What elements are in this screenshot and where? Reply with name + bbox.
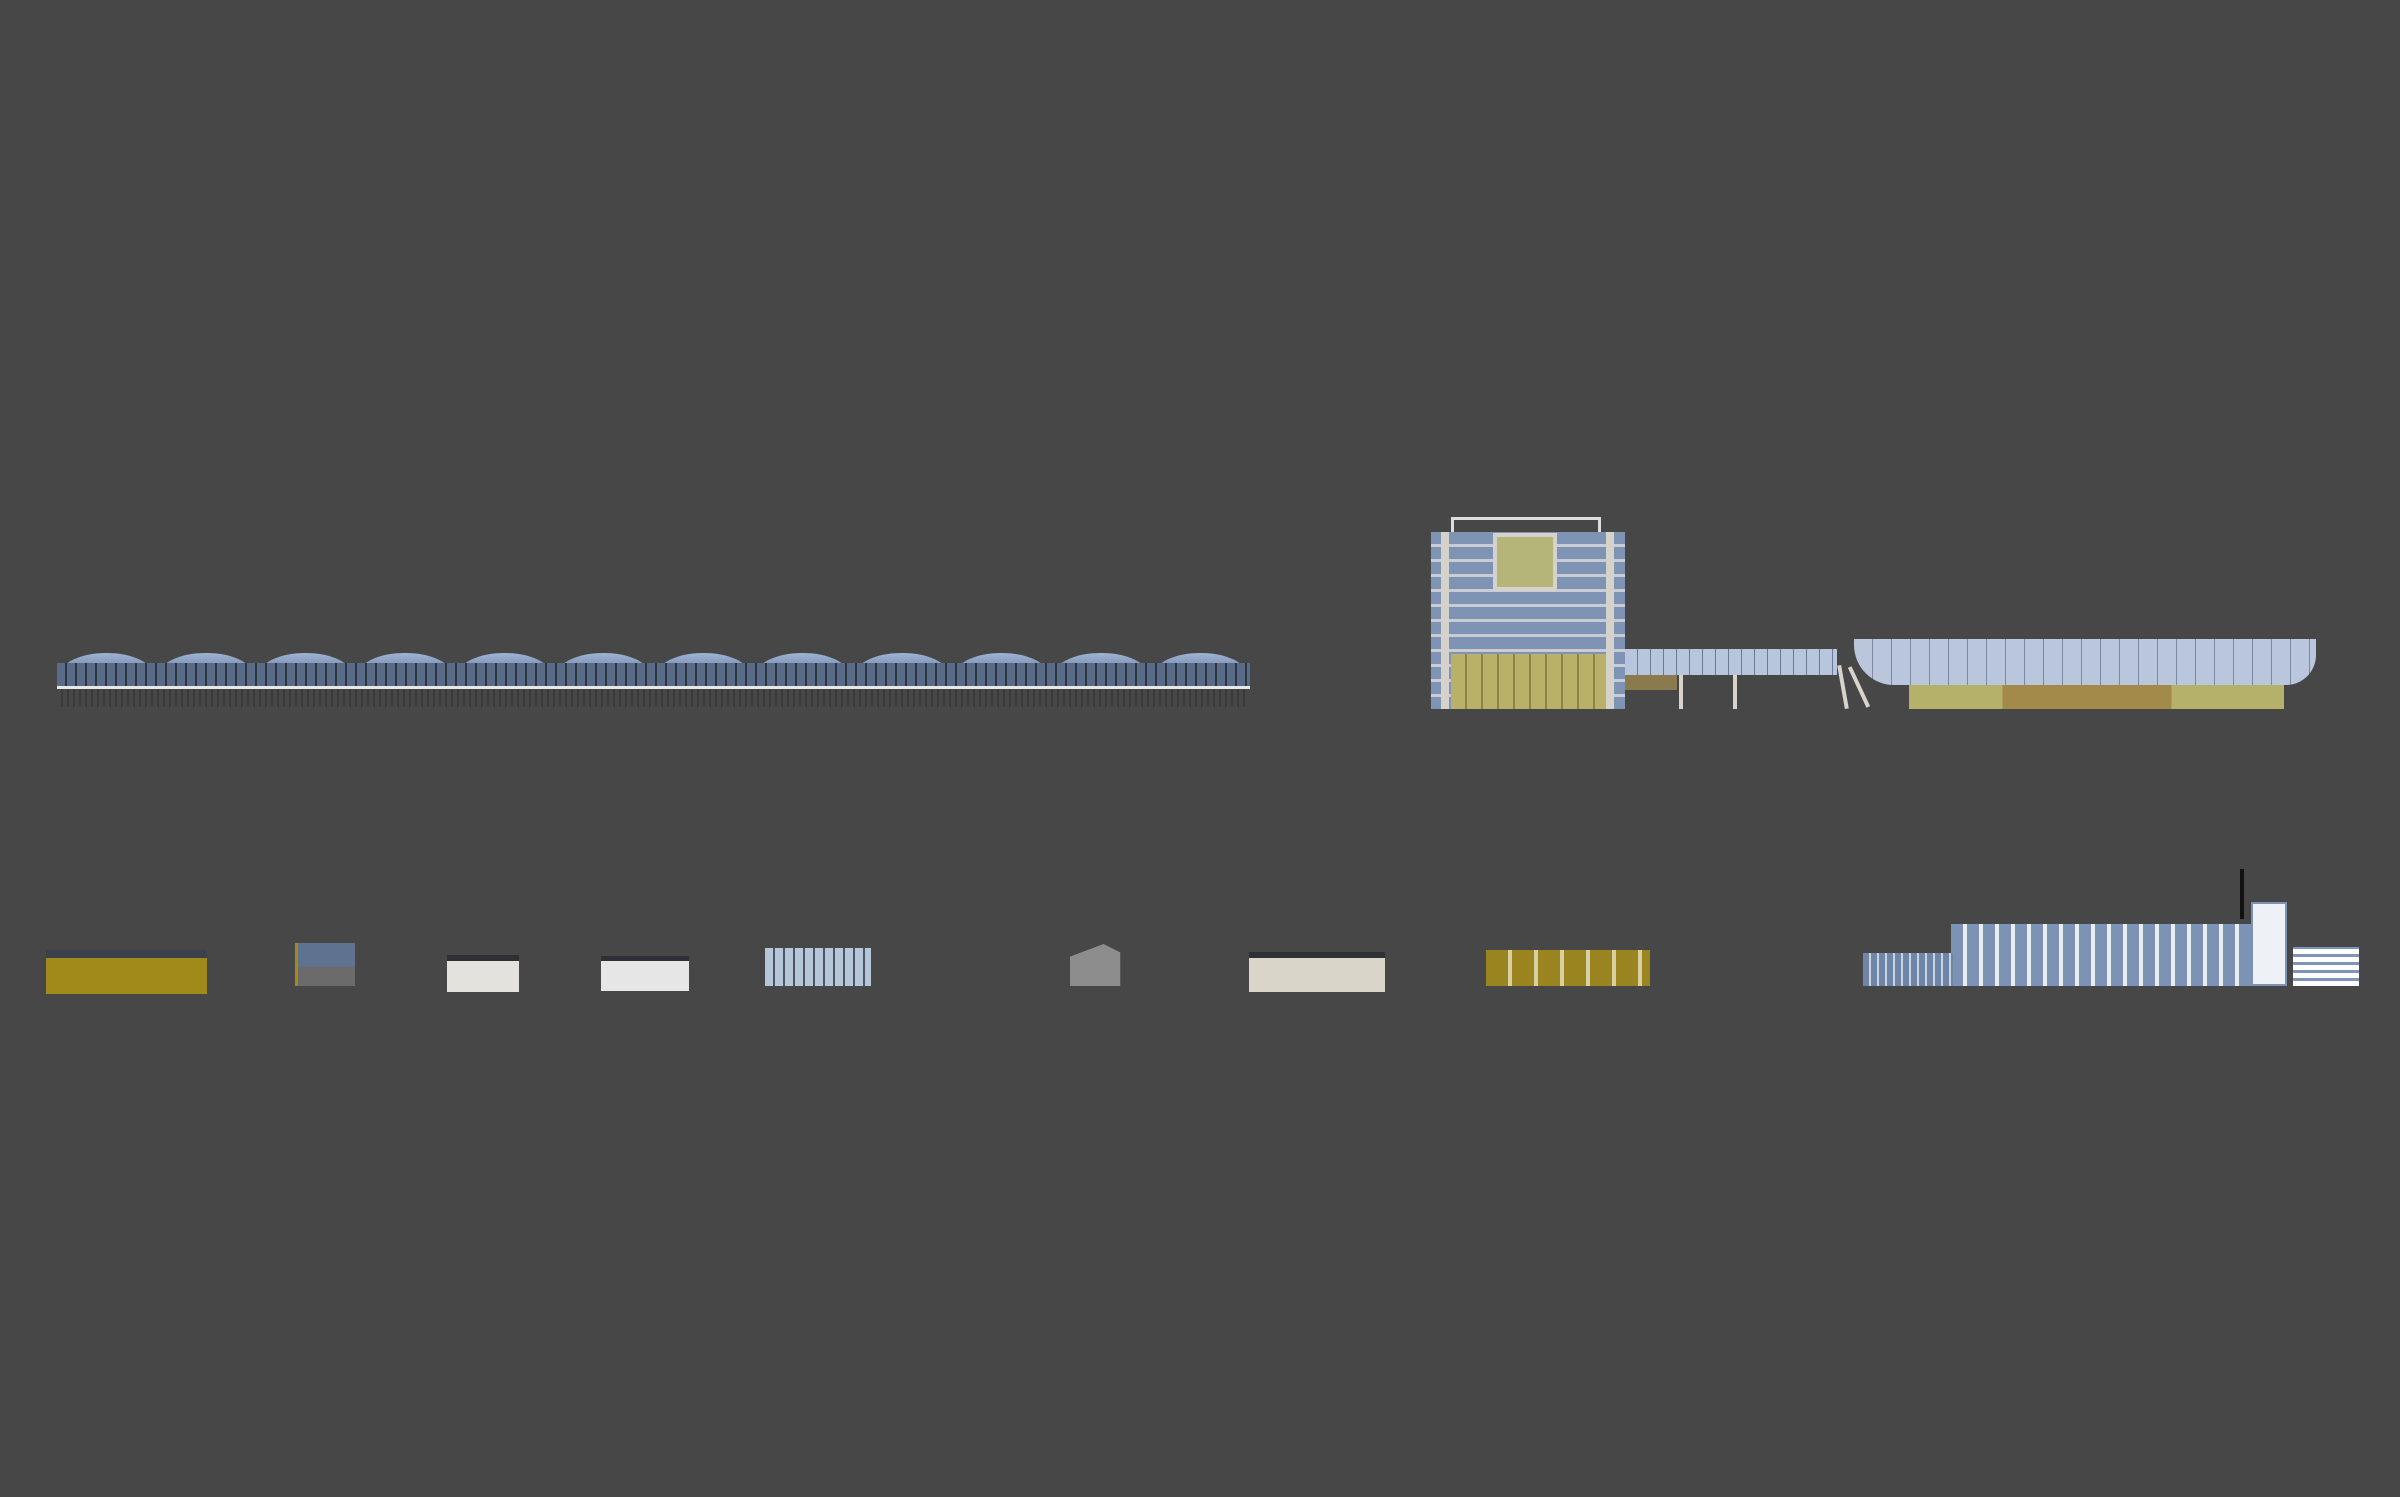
greenhouse-facade xyxy=(57,663,1250,687)
complex-spire xyxy=(2240,869,2244,919)
pavilion-model[interactable] xyxy=(1829,635,2316,710)
complex-right-wing xyxy=(2293,947,2359,986)
tower-lobby xyxy=(1451,654,1606,709)
complex-main-block xyxy=(1951,924,2263,986)
tower-roof-frame xyxy=(1451,517,1601,533)
townhouse-row-yellow-model[interactable] xyxy=(1486,950,1650,986)
bridge-pole xyxy=(1733,675,1737,709)
complex-tower xyxy=(2251,902,2287,986)
complex-left-wing xyxy=(1863,953,1953,986)
greenhouse-legs xyxy=(61,689,1246,707)
tower-atrium xyxy=(1493,533,1557,591)
bridge-pole xyxy=(1679,675,1683,709)
apartment-block-model[interactable] xyxy=(765,948,871,986)
greenhouse-base-line xyxy=(57,686,1250,689)
long-white-house-model[interactable] xyxy=(1249,952,1385,992)
large-glass-complex-model[interactable] xyxy=(1863,869,2359,986)
gray-gabled-house-model[interactable] xyxy=(1070,944,1121,986)
greenhouse-row-model[interactable] xyxy=(57,653,1250,707)
tower-column-left xyxy=(1441,532,1449,709)
small-modern-house-model[interactable] xyxy=(295,943,355,986)
bridge-annex xyxy=(1625,675,1677,690)
white-villa-model[interactable] xyxy=(447,955,519,992)
pavilion-ground-floor xyxy=(1909,685,2284,709)
skybridge xyxy=(1625,649,1837,675)
tower-column-right xyxy=(1606,532,1614,709)
townhouse-yellow-model[interactable] xyxy=(46,950,207,994)
office-tower-model[interactable] xyxy=(1431,517,1625,709)
white-villa-gabled-model[interactable] xyxy=(601,956,689,991)
pavilion-canopy xyxy=(1854,639,2316,685)
pavilion-strut xyxy=(1837,664,1849,710)
